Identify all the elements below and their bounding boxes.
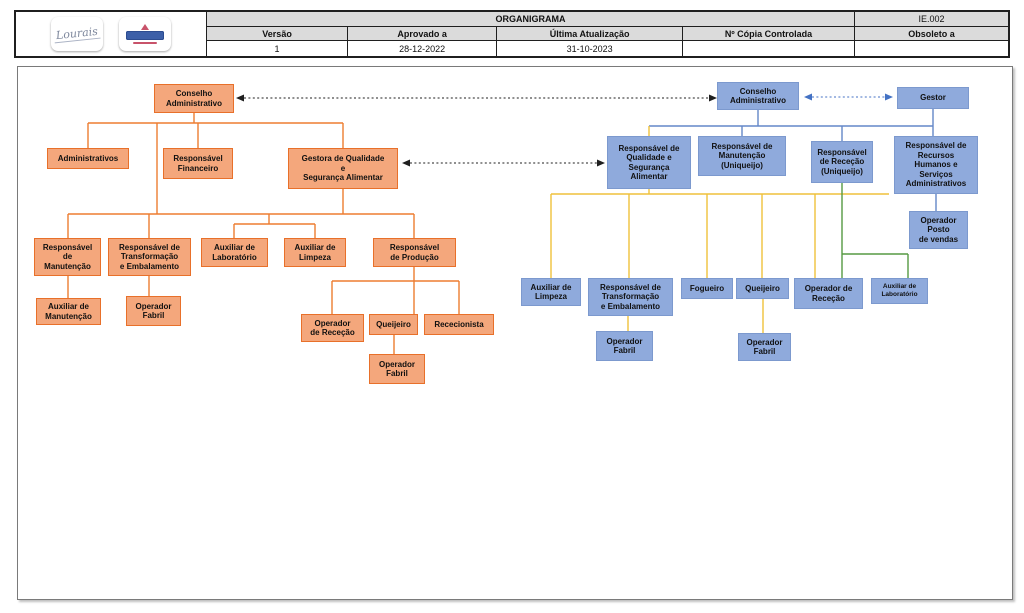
brand-emblem-icon	[141, 24, 149, 30]
right-node-operador-fabril-1: Operador Fabril	[596, 331, 653, 361]
left-chart-connectors	[67, 113, 460, 354]
right-node-fogueiro: Fogueiro	[681, 278, 733, 299]
value-ultima-atualizacao: 31-10-2023	[496, 41, 683, 57]
document-header: Lourais ORGANIGRAMA IE.002 Versão Aprova…	[14, 10, 1010, 58]
connector-lines	[67, 93, 937, 354]
col-header-aprovado: Aprovado a	[347, 26, 497, 42]
value-versao: 1	[207, 41, 348, 57]
brand-logo	[119, 17, 171, 51]
left-node-responsavel-transformacao-embalamento: Responsável de Transformação e Embalamen…	[108, 238, 191, 276]
right-node-responsavel-rececao-uniqueijo: Responsável de Receção (Uniqueijo)	[811, 141, 873, 183]
left-node-administrativos: Administrativos	[47, 148, 129, 169]
right-node-auxiliar-laboratorio: Auxiliar de Laboratório	[871, 278, 928, 304]
right-node-gestor: Gestor	[897, 87, 969, 109]
right-chart-blue-connectors	[649, 109, 937, 211]
lourais-logo-text: Lourais	[53, 24, 101, 43]
left-node-conselho-administrativo: Conselho Administrativo	[154, 84, 234, 113]
right-node-responsavel-manutencao-uniqueijo: Responsável de Manutenção (Uniqueijo)	[698, 136, 786, 176]
dashed-link-arrows	[236, 93, 893, 167]
left-node-gestora-qualidade-seguranca-alimentar: Gestora de Qualidade e Segurança Aliment…	[288, 148, 398, 189]
header-table: ORGANIGRAMA IE.002 Versão Aprovado a Últ…	[207, 12, 1008, 57]
left-node-queijeiro: Queijeiro	[369, 314, 418, 335]
right-node-conselho-administrativo: Conselho Administrativo	[717, 82, 799, 110]
logo-cell: Lourais	[16, 12, 207, 56]
left-node-responsavel-manutencao: Responsável de Manutenção	[34, 238, 101, 276]
right-node-operador-rececao: Operador de Receção	[794, 278, 863, 309]
left-node-operador-rececao: Operador de Receção	[301, 314, 364, 342]
left-node-auxiliar-limpeza: Auxiliar de Limpeza	[284, 238, 346, 267]
right-node-operador-posto-vendas: Operador Posto de vendas	[909, 211, 968, 249]
left-node-rececionista: Rececionista	[424, 314, 494, 335]
left-node-responsavel-producao: Responsável de Produção	[373, 238, 456, 267]
left-node-responsavel-financeiro: Responsável Financeiro	[163, 148, 233, 179]
right-chart-yellow-connectors	[550, 126, 889, 333]
col-header-ultima-atualizacao: Última Atualização	[496, 26, 683, 42]
brand-banner	[126, 31, 164, 40]
right-node-queijeiro: Queijeiro	[736, 278, 789, 299]
lourais-logo: Lourais	[51, 17, 103, 51]
value-aprovado: 28-12-2022	[347, 41, 497, 57]
document-code: IE.002	[853, 12, 1008, 27]
right-node-responsavel-qualidade-seguranca-alimentar: Responsável de Qualidade e Segurança Ali…	[607, 136, 691, 189]
right-node-responsavel-recursos-humanos: Responsável de Recursos Humanos e Serviç…	[894, 136, 978, 194]
right-node-operador-fabril-2: Operador Fabril	[738, 333, 791, 361]
left-node-auxiliar-manutencao: Auxiliar de Manutenção	[36, 298, 101, 325]
brand-underline	[133, 42, 157, 44]
value-copia-controlada	[682, 41, 854, 57]
value-obsoleto	[853, 41, 1008, 57]
left-node-auxiliar-laboratorio: Auxiliar de Laboratório	[201, 238, 268, 267]
col-header-copia-controlada: Nº Cópia Controlada	[682, 26, 854, 42]
col-header-obsoleto: Obsoleto a	[853, 26, 1008, 42]
right-node-auxiliar-limpeza: Auxiliar de Limpeza	[521, 278, 581, 306]
left-node-operador-fabril-2: Operador Fabril	[369, 354, 425, 384]
left-node-operador-fabril-1: Operador Fabril	[126, 296, 181, 326]
org-chart-panel: Conselho Administrativo Administrativos …	[17, 66, 1013, 600]
col-header-versao: Versão	[207, 26, 348, 42]
document-title: ORGANIGRAMA	[207, 12, 854, 27]
right-chart-green-connectors	[841, 183, 909, 278]
right-node-responsavel-transformacao-embalamento: Responsável de Transformação e Embalamen…	[588, 278, 673, 316]
